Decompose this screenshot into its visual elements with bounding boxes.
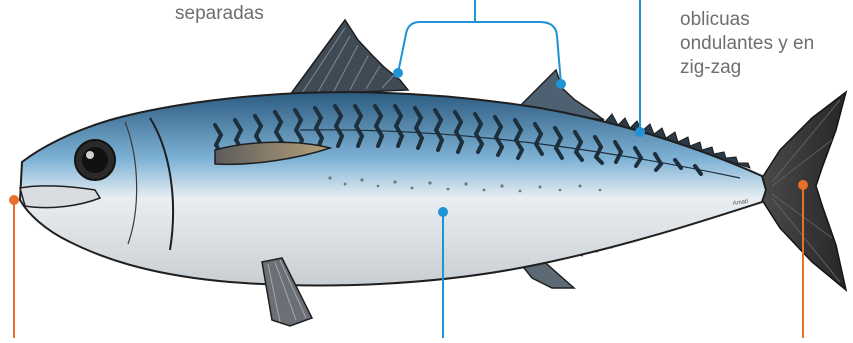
leader-dot-second-dorsal <box>556 79 566 89</box>
leader-dot-tail <box>798 180 808 190</box>
leader-dorsal-fins <box>398 0 561 84</box>
label-right-line-1: oblicuas <box>680 8 814 32</box>
label-left: separadas <box>175 2 264 26</box>
label-right: oblicuas ondulantes y en zig-zag <box>680 8 814 80</box>
label-left-line-1: separadas <box>175 2 264 26</box>
fish-body <box>20 92 766 285</box>
label-right-line-3: zig-zag <box>680 56 814 80</box>
leader-dot-first-dorsal <box>393 68 403 78</box>
leader-dot-belly <box>438 207 448 217</box>
label-right-line-2: ondulantes y en <box>680 32 814 56</box>
leader-dot-stripes <box>635 127 645 137</box>
leader-dot-mouth <box>9 195 19 205</box>
